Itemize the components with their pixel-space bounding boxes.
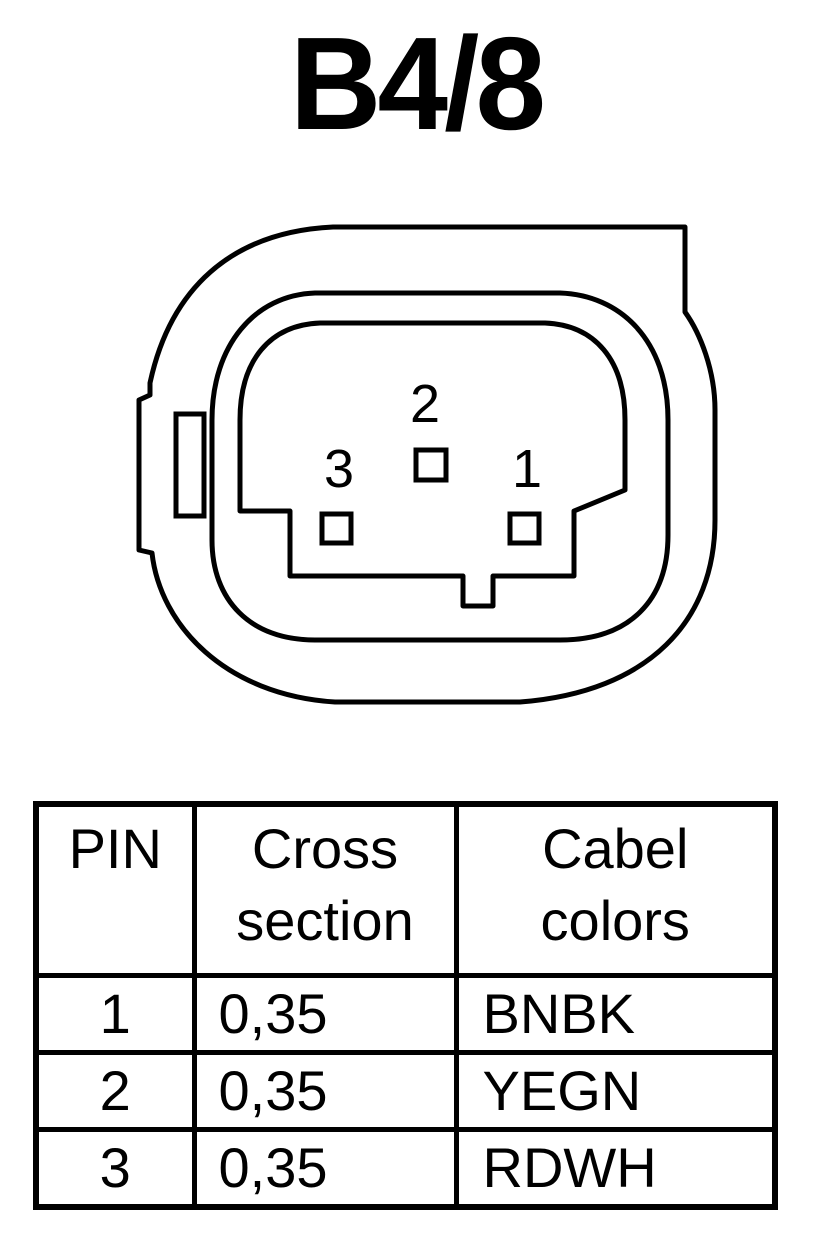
table-row: 1 0,35 BNBK <box>33 973 778 1055</box>
pin-label-2: 2 <box>410 374 440 434</box>
cell-cable-color: BNBK <box>453 973 778 1055</box>
pin-2-contact <box>413 447 449 483</box>
pin-label-3: 3 <box>324 439 354 499</box>
latch-tab <box>173 411 207 519</box>
header-cable-colors: Cabel colors <box>453 801 778 978</box>
cell-cross-section: 0,35 <box>191 1127 459 1210</box>
header-color-line1: Cabel <box>542 817 689 880</box>
header-pin-label: PIN <box>68 817 162 880</box>
header-cross-line2: section <box>236 889 414 952</box>
cell-pin: 2 <box>33 1050 197 1132</box>
pin-3-contact <box>319 511 354 546</box>
pin-assignment-table: PIN Cross section Cabel colors 1 0,35 BN… <box>33 801 778 1210</box>
pin-1-contact <box>507 511 542 546</box>
cell-cross-section: 0,35 <box>191 1050 459 1132</box>
connector-housing-outline <box>136 224 718 705</box>
cell-pin: 1 <box>33 973 197 1055</box>
header-cross-section: Cross section <box>191 801 459 978</box>
header-cross-line1: Cross <box>251 817 399 880</box>
cell-cable-color: RDWH <box>453 1127 778 1210</box>
table-header-row: PIN Cross section Cabel colors <box>33 801 778 978</box>
cell-cross-section: 0,35 <box>191 973 459 1055</box>
header-pin: PIN <box>33 801 197 978</box>
connector-title: B4/8 <box>289 10 546 157</box>
table-row: 2 0,35 YEGN <box>33 1050 778 1132</box>
connector-diagram: 2 3 1 <box>136 224 718 705</box>
header-color-line2: colors <box>540 889 690 952</box>
cell-cable-color: YEGN <box>453 1050 778 1132</box>
cell-pin: 3 <box>33 1127 197 1210</box>
connector-inner-contour <box>209 290 671 643</box>
pin-cavity-outline <box>237 320 628 609</box>
pin-label-1: 1 <box>512 439 542 499</box>
table-row: 3 0,35 RDWH <box>33 1127 778 1210</box>
